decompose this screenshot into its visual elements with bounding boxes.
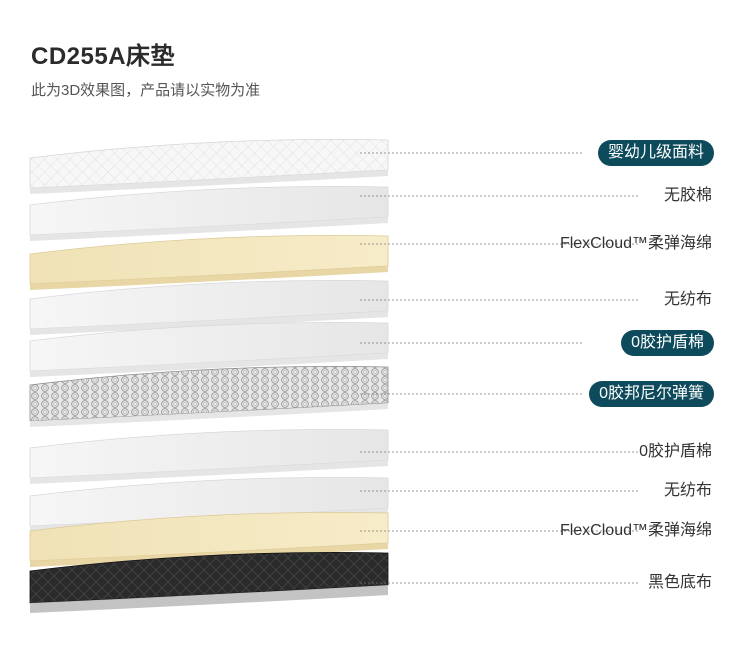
layer-label: 0胶邦尼尔弹簧	[589, 381, 714, 407]
mattress-layer	[29, 551, 389, 613]
layer-label: 婴幼儿级面料	[597, 140, 714, 166]
page-subtitle: 此为3D效果图，产品请以实物为准	[31, 82, 261, 99]
layer-label: FlexCloud™柔弹海绵	[559, 235, 712, 252]
mattress-layer	[29, 185, 389, 241]
layer-label: 黑色底布	[647, 574, 712, 591]
layer-label: 无胶棉	[663, 187, 712, 204]
mattress-layer	[29, 138, 389, 194]
layer-label: 无纺布	[663, 482, 712, 499]
mattress-layer	[29, 321, 389, 377]
layer-label: 无纺布	[663, 291, 712, 308]
layer-label: 0胶护盾棉	[639, 443, 712, 460]
page-title: CD255A床垫	[31, 43, 176, 70]
mattress-layer	[29, 428, 389, 484]
layer-label: FlexCloud™柔弹海绵	[559, 522, 712, 539]
mattress-layer	[29, 234, 389, 290]
layer-label: 0胶护盾棉	[621, 330, 714, 356]
mattress-layer	[29, 511, 389, 567]
mattress-layer	[29, 279, 389, 335]
mattress-layer	[29, 365, 389, 427]
